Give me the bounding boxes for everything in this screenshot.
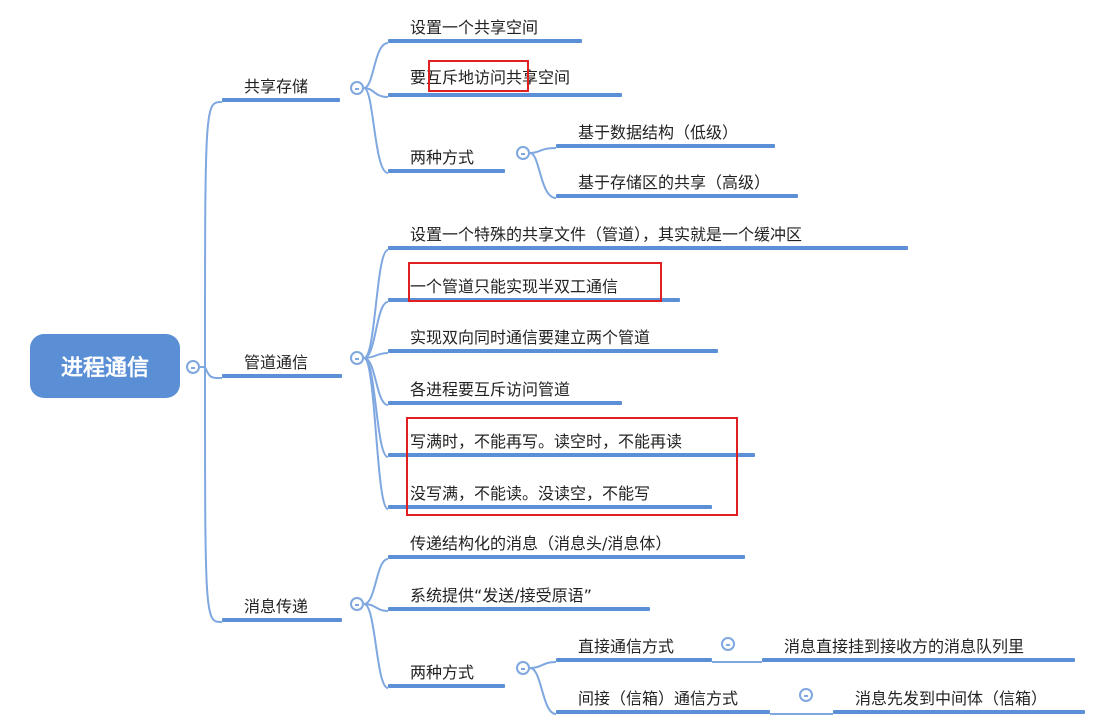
collapse-icon[interactable] [350, 81, 364, 95]
node-pipe-6[interactable]: 没写满，不能读。没读空，不能写 [388, 483, 712, 509]
underline [388, 39, 582, 43]
underline [388, 453, 755, 457]
underline [388, 349, 718, 353]
node-label: 直接通信方式 [578, 637, 675, 656]
collapse-icon[interactable] [721, 637, 735, 651]
underline [222, 374, 342, 378]
highlight-box [408, 262, 662, 302]
underline [833, 710, 1085, 714]
node-pipe-3[interactable]: 实现双向同时通信要建立两个管道 [388, 327, 718, 353]
node-shared-storage[interactable]: 共享存储 [222, 76, 340, 102]
node-label: 消息先发到中间体（信箱） [855, 689, 1048, 708]
node-message-1[interactable]: 传递结构化的消息（消息头/消息体） [388, 533, 745, 559]
collapse-icon[interactable] [350, 597, 364, 611]
node-shared-two-ways[interactable]: 两种方式 [388, 147, 505, 173]
underline [388, 169, 505, 173]
highlight-box [406, 417, 738, 516]
underline [556, 710, 770, 714]
underline [388, 555, 745, 559]
node-shared-2[interactable]: 要互斥地访问共享空间 [388, 67, 622, 97]
underline [556, 194, 798, 198]
node-label: 一个管道只能实现半双工通信 [410, 277, 619, 296]
node-pipe-5[interactable]: 写满时，不能再写。读空时，不能再读 [388, 431, 755, 457]
node-message[interactable]: 消息传递 [222, 596, 342, 622]
node-indirect-detail[interactable]: 消息先发到中间体（信箱） [833, 688, 1085, 714]
node-label: 系统提供“发送/接受原语” [410, 586, 592, 605]
node-label: 间接（信箱）通信方式 [578, 689, 739, 708]
root-label: 进程通信 [60, 356, 149, 381]
underline [556, 658, 712, 662]
root-node[interactable]: 进程通信 [30, 334, 180, 398]
node-label: 消息传递 [244, 597, 309, 616]
underline [388, 93, 622, 97]
node-label: 两种方式 [410, 148, 475, 167]
node-shared-way-1[interactable]: 基于数据结构（低级） [556, 122, 775, 148]
node-direct-detail[interactable]: 消息直接挂到接收方的消息队列里 [762, 636, 1075, 662]
collapse-icon[interactable] [186, 360, 200, 374]
node-label: 管道通信 [244, 353, 309, 372]
node-label: 基于数据结构（低级） [578, 123, 739, 142]
node-label: 传递结构化的消息（消息头/消息体） [410, 534, 672, 553]
node-label: 两种方式 [410, 663, 475, 682]
node-message-2[interactable]: 系统提供“发送/接受原语” [388, 585, 650, 611]
underline [222, 98, 340, 102]
highlight-box [428, 60, 529, 92]
node-direct[interactable]: 直接通信方式 [556, 636, 712, 662]
node-label: 要互斥地访问共享空间 [410, 68, 571, 87]
underline [762, 658, 1075, 662]
underline [556, 144, 775, 148]
collapse-icon[interactable] [350, 351, 364, 365]
node-label: 各进程要互斥访问管道 [410, 380, 571, 399]
underline [388, 246, 908, 250]
node-label: 基于存储区的共享（高级） [578, 173, 771, 192]
collapse-icon[interactable] [516, 146, 530, 160]
collapse-icon[interactable] [516, 661, 530, 675]
underline [388, 401, 622, 405]
node-label: 写满时，不能再写。读空时，不能再读 [410, 432, 683, 451]
node-label: 设置一个特殊的共享文件（管道），其实就是一个缓冲区 [410, 225, 803, 244]
underline [222, 618, 342, 622]
underline [388, 684, 505, 688]
node-label: 设置一个共享空间 [410, 18, 539, 37]
node-label: 共享存储 [244, 77, 309, 96]
node-pipe-4[interactable]: 各进程要互斥访问管道 [388, 379, 622, 405]
node-indirect[interactable]: 间接（信箱）通信方式 [556, 688, 770, 714]
node-shared-way-2[interactable]: 基于存储区的共享（高级） [556, 172, 798, 198]
node-message-two-ways[interactable]: 两种方式 [388, 662, 505, 688]
node-label: 没写满，不能读。没读空，不能写 [410, 484, 651, 503]
node-pipe-1[interactable]: 设置一个特殊的共享文件（管道），其实就是一个缓冲区 [388, 224, 908, 250]
node-label: 消息直接挂到接收方的消息队列里 [784, 637, 1025, 656]
node-pipe[interactable]: 管道通信 [222, 352, 342, 378]
node-label: 实现双向同时通信要建立两个管道 [410, 328, 651, 347]
underline [388, 505, 712, 509]
node-shared-1[interactable]: 设置一个共享空间 [388, 17, 582, 43]
collapse-icon[interactable] [799, 688, 813, 702]
underline [388, 607, 650, 611]
